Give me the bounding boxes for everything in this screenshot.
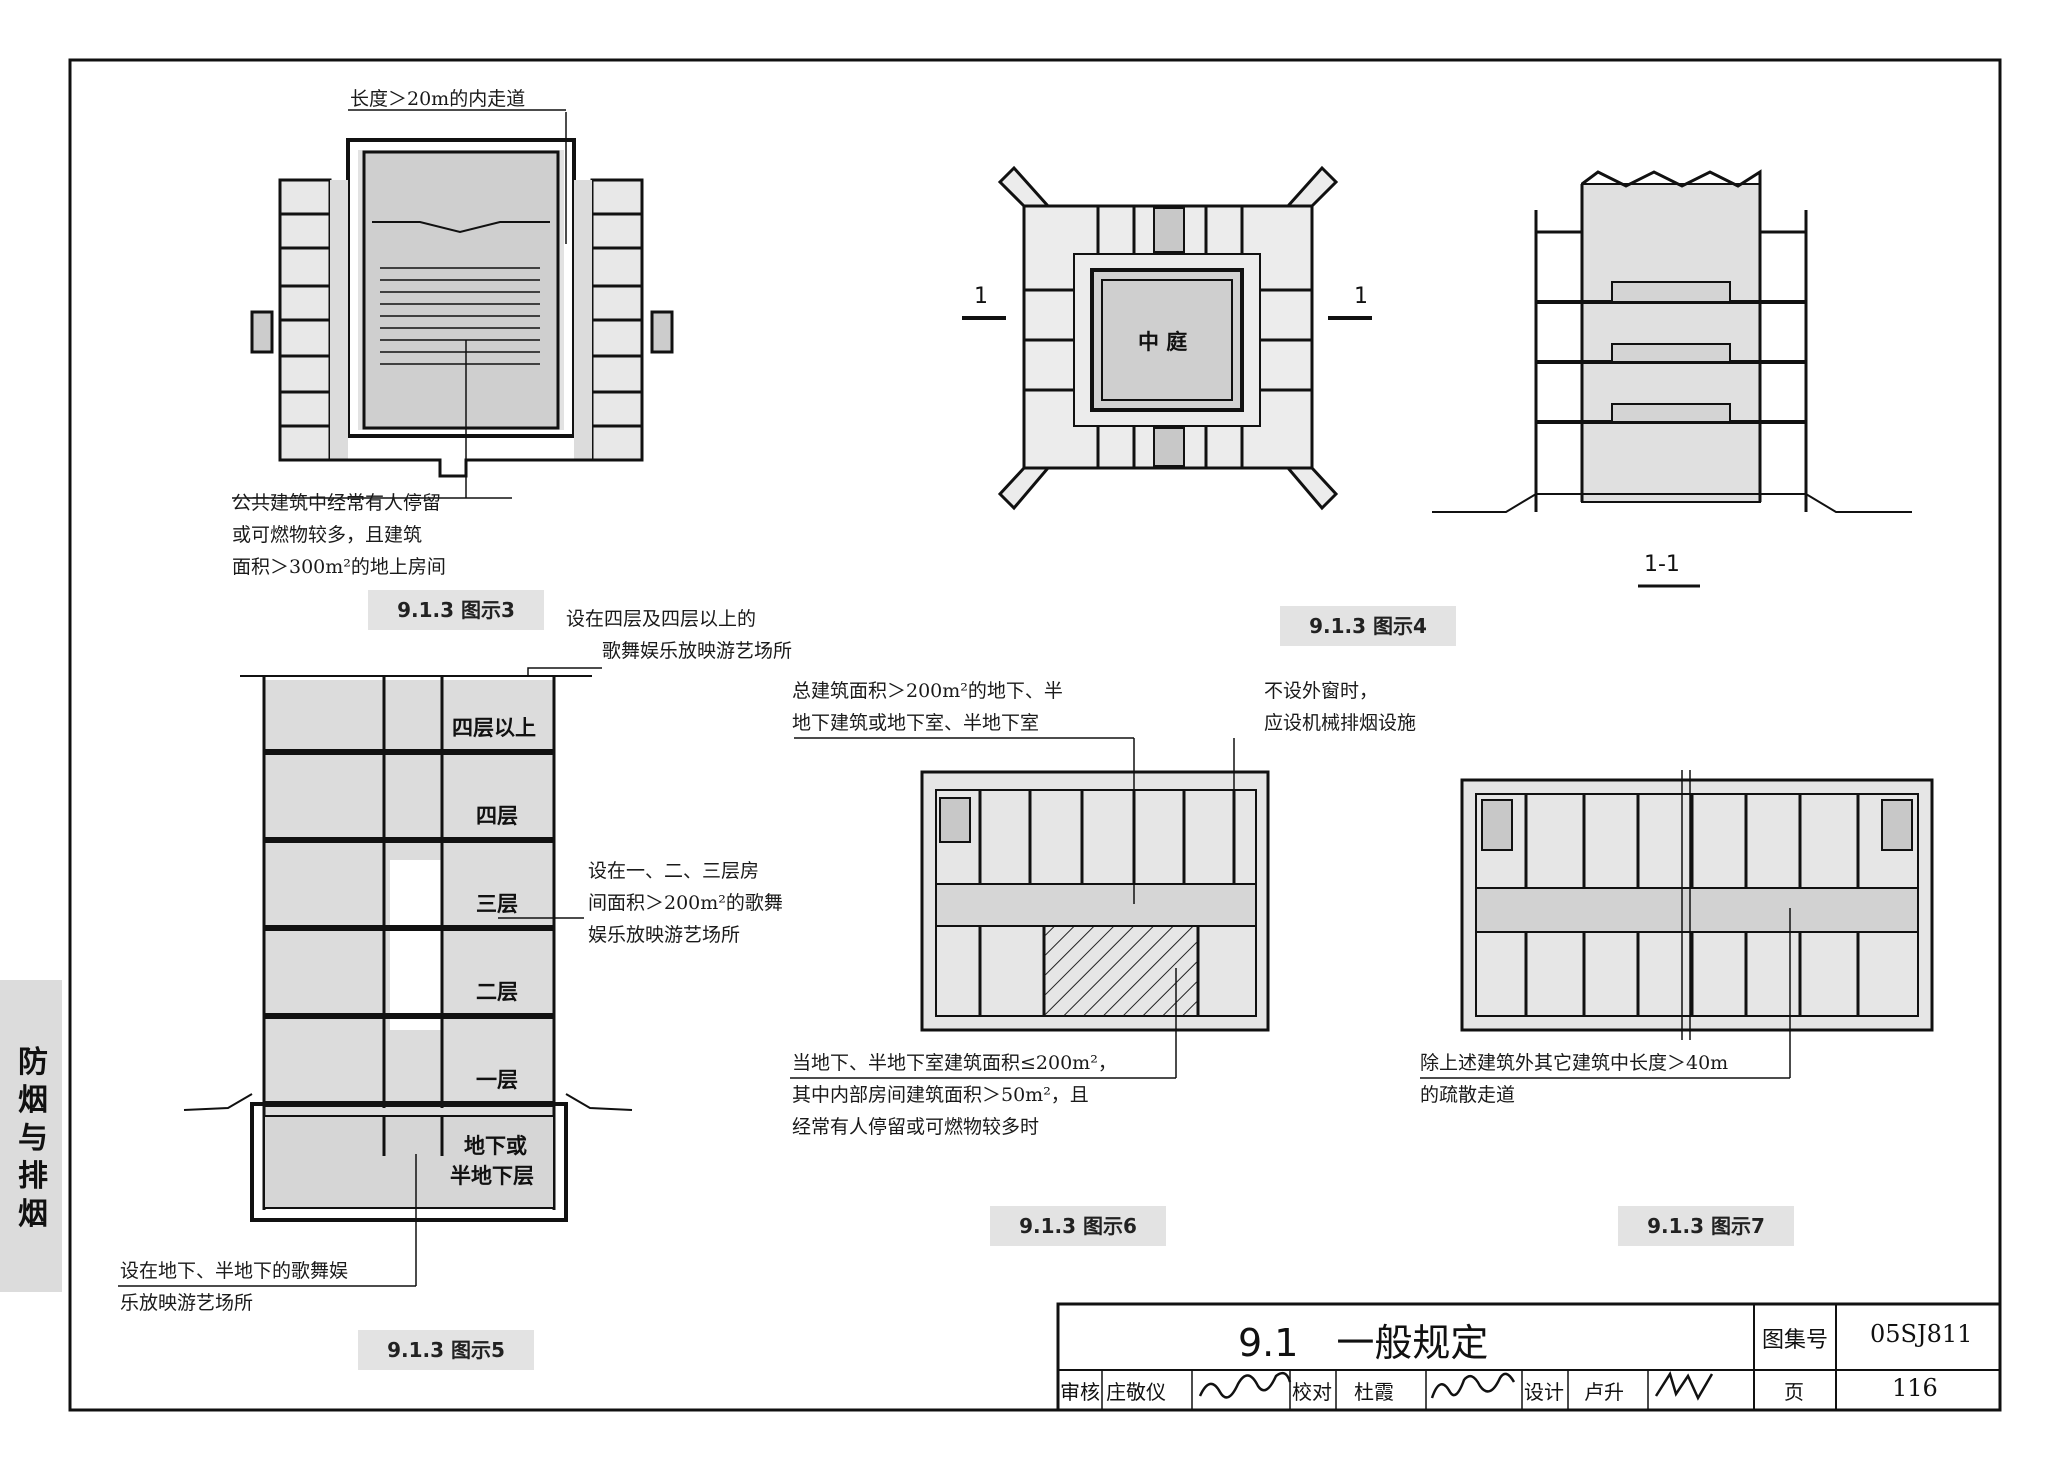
check-label: 校对: [1292, 1380, 1332, 1404]
fig7-plan: [1420, 770, 1934, 1079]
fig3-note-line2: 或可燃物较多，且建筑: [232, 524, 423, 546]
fig5-note-top-line1: 设在四层及四层以上的: [566, 608, 757, 630]
fig4-plan: [962, 165, 1372, 511]
floor-label-above-4: 四层以上: [452, 716, 536, 740]
fig6-caption: 9.1.3 图示6: [990, 1206, 1166, 1246]
atlas-number: 05SJ811: [1870, 1320, 1973, 1348]
fig4-cut-left: 1: [974, 284, 988, 309]
fig3-note-line3: 面积＞300m²的地上房间: [232, 556, 446, 578]
floor-label-2: 二层: [476, 980, 518, 1004]
fig4-courtyard-label: 中 庭: [1138, 330, 1188, 354]
fig4-caption: 9.1.3 图示4: [1280, 606, 1456, 646]
section-side-tab: 防烟与排烟: [0, 980, 62, 1292]
fig4-section-label: 1-1: [1644, 552, 1680, 577]
sheet-border: [68, 58, 2002, 1412]
atlas-label: 图集号: [1762, 1328, 1829, 1353]
fig5-note-mid-line3: 娱乐放映游艺场所: [588, 924, 741, 946]
page-number: 116: [1892, 1374, 1938, 1402]
page-label: 页: [1784, 1380, 1804, 1404]
floor-label-3: 三层: [476, 892, 518, 916]
fig7-note-line1: 除上述建筑外其它建筑中长度＞40m: [1420, 1052, 1729, 1074]
fig6-note-bottom-line3: 经常有人停留或可燃物较多时: [792, 1116, 1040, 1138]
fig7-caption: 9.1.3 图示7: [1618, 1206, 1794, 1246]
sheet-title: 9.1 一般规定: [1238, 1321, 1489, 1365]
fig7-note-line2: 的疏散走道: [1420, 1084, 1516, 1106]
fig6-note-left-line1: 总建筑面积＞200m²的地下、半: [792, 680, 1063, 702]
fig6-note-bottom-line2: 其中内部房间建筑面积＞50m²，且: [792, 1084, 1089, 1106]
fig5-section: [118, 667, 633, 1287]
side-tab-label: 防烟与排烟: [18, 1045, 48, 1232]
floor-label-4: 四层: [476, 804, 518, 828]
fig5-note-mid-line1: 设在一、二、三层房: [588, 860, 760, 882]
fig5-note-mid-line2: 间面积＞200m²的歌舞: [588, 892, 783, 914]
fig6-note-right-line1: 不设外窗时，: [1264, 680, 1379, 702]
checker-name: 杜霞: [1354, 1380, 1394, 1404]
fig5-note-bottom-line2: 乐放映游艺场所: [120, 1292, 254, 1314]
fig5-note-top-line2: 歌舞娱乐放映游艺场所: [602, 640, 793, 662]
fig3-caption: 9.1.3 图示3: [368, 590, 544, 630]
fig6-plan: [790, 737, 1270, 1079]
fig6-note-left-line2: 地下建筑或地下室、半地下室: [792, 712, 1040, 734]
checker-signature: [1430, 1372, 1516, 1399]
designer-name: 卢升: [1584, 1380, 1624, 1404]
fig3-note-top: 长度＞20m的内走道: [350, 88, 526, 110]
floor-label-basement-line1: 地下或: [464, 1134, 527, 1158]
fig4-section: [1432, 169, 1912, 588]
fig5-note-bottom-line1: 设在地下、半地下的歌舞娱: [120, 1260, 349, 1282]
fig5-caption: 9.1.3 图示5: [358, 1330, 534, 1370]
floor-label-basement-line2: 半地下层: [450, 1164, 534, 1188]
fig6-note-bottom-line1: 当地下、半地下室建筑面积≤200m²，: [792, 1052, 1117, 1074]
design-label: 设计: [1524, 1380, 1564, 1404]
review-label: 审核: [1060, 1380, 1100, 1404]
fig6-note-right-line2: 应设机械排烟设施: [1264, 712, 1417, 734]
fig3-note-line1: 公共建筑中经常有人停留: [232, 492, 442, 514]
fig3-plan: [232, 109, 674, 499]
fig4-cut-right: 1: [1354, 284, 1368, 309]
designer-signature: [1654, 1371, 1714, 1401]
title-block: [1056, 1302, 2002, 1412]
reviewer-name: 庄敬仪: [1106, 1380, 1166, 1404]
reviewer-signature: [1198, 1371, 1292, 1399]
floor-label-1: 一层: [476, 1068, 518, 1092]
